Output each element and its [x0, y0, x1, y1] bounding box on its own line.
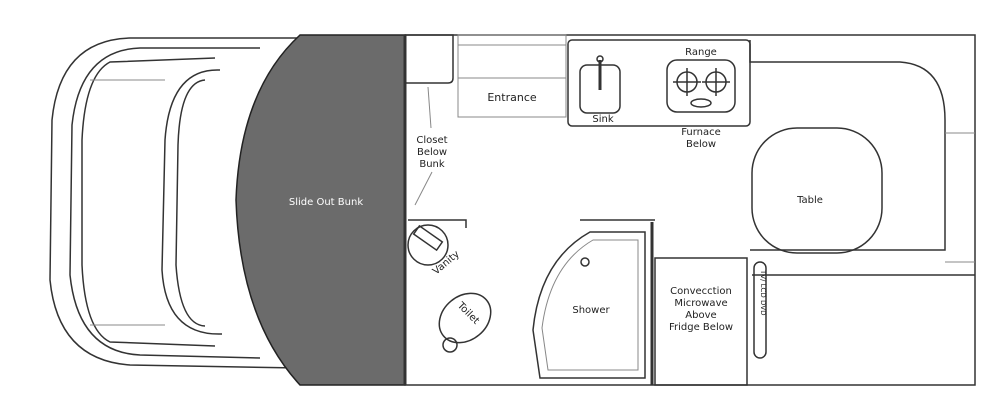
closet-label-1: Closet: [416, 135, 447, 146]
microwave-label-1: Convecction: [670, 286, 732, 297]
drain-icon: [580, 257, 590, 267]
furnace-label-1: Furnace: [681, 127, 721, 138]
closet-pointer-2: [414, 171, 433, 206]
dinette-seating: [749, 40, 975, 276]
vanity-faucet-icon: [412, 224, 444, 252]
sink-label: Sink: [592, 114, 613, 125]
microwave-label-2: Microwave: [674, 298, 727, 309]
closet-label-2: Below: [417, 147, 447, 158]
closet-label-3: Bunk: [419, 159, 445, 170]
microwave-label-3: Above: [685, 310, 716, 321]
entrance-label: Entrance: [487, 91, 537, 104]
bunk-label: Slide Out Bunk: [289, 197, 363, 208]
slide-out-bunk: [235, 34, 406, 386]
shower-label: Shower: [572, 305, 610, 316]
table: [751, 127, 883, 254]
van-cab: [49, 37, 301, 369]
toilet-label: Toilet: [454, 300, 481, 327]
closet-pointer: [427, 86, 432, 129]
shower: [532, 231, 646, 379]
closet: [405, 34, 454, 84]
fridge-cabinet: [654, 257, 748, 386]
vanity: [407, 224, 449, 266]
microwave-label-4: Fridge Below: [669, 322, 733, 333]
furnace-label-2: Below: [686, 139, 716, 150]
galley-counter: [567, 39, 751, 127]
burner-icon: [673, 68, 730, 108]
table-label: Table: [796, 195, 823, 206]
entrance-steps: [457, 34, 567, 118]
bathroom-walls: [408, 219, 655, 385]
tv-label: TV/ LCD DVD: [759, 269, 767, 316]
range: [666, 59, 736, 113]
toilet: [438, 292, 492, 344]
range-label: Range: [685, 47, 717, 58]
tv: [753, 261, 767, 359]
